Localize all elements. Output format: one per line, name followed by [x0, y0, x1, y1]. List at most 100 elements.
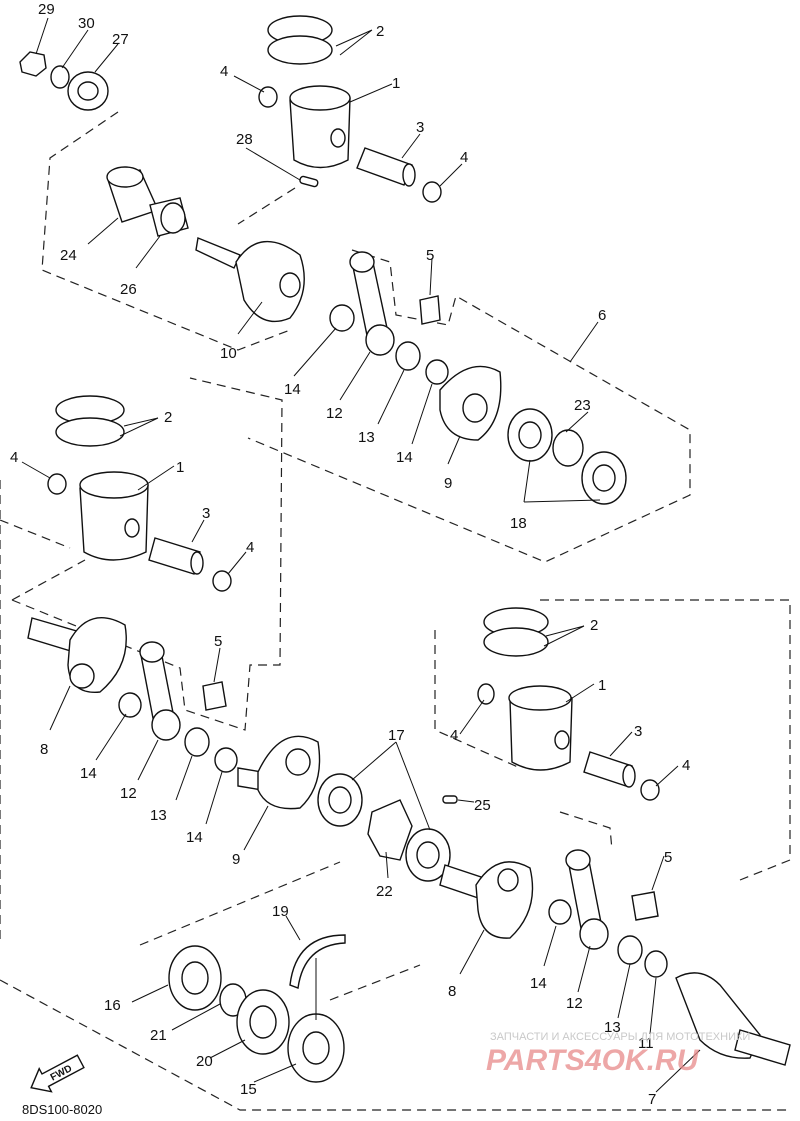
group-outlines — [0, 111, 791, 1111]
part-label: 8 — [40, 741, 48, 758]
part-label: 4 — [460, 149, 468, 166]
piston-ring-icon — [267, 35, 333, 65]
part-label: 14 — [284, 381, 301, 398]
watermark-caption: ЗАПЧАСТИ И АКСЕССУАРЫ ДЛЯ МОТОТЕХНИКИ — [490, 1031, 750, 1043]
part-label: 21 — [150, 1027, 167, 1044]
small-end-bearing-icon — [631, 891, 659, 921]
part-label: 12 — [566, 995, 583, 1012]
part-label: 13 — [150, 807, 167, 824]
part-label: 19 — [272, 903, 289, 920]
part-label: 4 — [246, 539, 254, 556]
part-label: 2 — [590, 617, 598, 634]
piston-ring-icon — [55, 417, 125, 447]
part-label: 12 — [120, 785, 137, 802]
part-label: 22 — [376, 883, 393, 900]
part-label: 30 — [78, 15, 95, 32]
part-label: 3 — [202, 505, 210, 522]
part-label: 11 — [638, 1035, 654, 1052]
part-label: 3 — [634, 723, 642, 740]
part-label: 23 — [574, 397, 591, 414]
seal-icon — [552, 429, 584, 467]
part-label: 5 — [664, 849, 672, 866]
part-label: 25 — [474, 797, 491, 814]
part-label: 14 — [530, 975, 547, 992]
part-label: 24 — [60, 247, 77, 264]
part-label: 6 — [598, 307, 606, 324]
nut-icon — [19, 51, 47, 77]
part-label: 2 — [376, 23, 384, 40]
washer-icon — [214, 747, 238, 773]
part-labels: 29 30 27 2 4 1 3 4 28 24 26 10 5 6 14 12… — [10, 1, 690, 1108]
part-label: 9 — [444, 475, 452, 492]
crankshaft-shaft-icon — [195, 237, 241, 269]
part-label: 13 — [604, 1019, 621, 1036]
piston-pin-icon — [148, 537, 201, 575]
part-label: 5 — [426, 247, 434, 264]
circlip-icon — [422, 181, 442, 203]
middle-left-assembly — [27, 395, 458, 882]
part-label: 4 — [10, 449, 18, 466]
piston-ring-icon — [483, 627, 549, 657]
part-label: 12 — [326, 405, 343, 422]
part-label: 9 — [232, 851, 240, 868]
part-label: 2 — [164, 409, 172, 426]
washer-icon — [329, 304, 355, 332]
washer-icon — [644, 950, 668, 978]
part-label: 27 — [112, 31, 129, 48]
washer-icon — [548, 899, 572, 925]
fwd-label: FWD — [49, 1063, 74, 1083]
circlip-icon — [47, 473, 67, 495]
watermark: ЗАПЧАСТИ И АКСЕССУАРЫ ДЛЯ МОТОТЕХНИКИ PA… — [486, 1031, 750, 1077]
right-assembly — [168, 607, 791, 1083]
part-label: 14 — [396, 449, 413, 466]
fwd-arrow-icon: FWD — [30, 1054, 85, 1093]
part-label: 15 — [240, 1081, 257, 1098]
circlip-icon — [640, 779, 660, 801]
washer-icon — [118, 692, 142, 718]
circlip-icon — [258, 86, 278, 108]
big-end-bearing-icon — [617, 935, 643, 965]
leader-lines — [21, 17, 701, 1093]
piston-pin-icon — [356, 147, 413, 186]
crank-web-icon — [257, 735, 321, 810]
upper-assembly — [19, 15, 627, 505]
part-label: 16 — [104, 997, 121, 1014]
crank-web-icon — [235, 241, 305, 323]
part-label: 1 — [176, 459, 184, 476]
small-end-bearing-icon — [419, 295, 441, 325]
washer-icon — [425, 359, 449, 385]
part-label: 28 — [236, 131, 253, 148]
part-label: 17 — [388, 727, 405, 744]
part-label: 3 — [416, 119, 424, 136]
part-label: 4 — [220, 63, 228, 80]
part-label: 18 — [510, 515, 527, 532]
part-label: 20 — [196, 1053, 213, 1070]
part-label: 26 — [120, 281, 137, 298]
labyrinth-seal-icon — [367, 799, 413, 861]
part-label: 1 — [598, 677, 606, 694]
part-label: 4 — [682, 757, 690, 774]
part-label: 13 — [358, 429, 375, 446]
washer-icon — [50, 65, 70, 89]
part-label: 14 — [80, 765, 97, 782]
part-label: 1 — [392, 75, 400, 92]
part-label: 10 — [220, 345, 237, 362]
part-label: 14 — [186, 829, 203, 846]
circlip-icon — [212, 570, 232, 592]
diagram-code: 8DS100-8020 — [22, 1102, 102, 1117]
part-label: 29 — [38, 1, 55, 18]
crankshaft-shaft-icon — [734, 1029, 791, 1066]
part-label: 4 — [450, 727, 458, 744]
part-label: 5 — [214, 633, 222, 650]
part-label: 7 — [648, 1091, 656, 1108]
watermark-brand: PARTS4OK.RU — [486, 1044, 700, 1077]
part-label: 8 — [448, 983, 456, 1000]
circlip-icon — [477, 683, 495, 705]
dowel-pin-icon — [299, 175, 319, 188]
big-end-bearing-icon — [184, 727, 210, 757]
small-end-bearing-icon — [202, 681, 227, 711]
circlip-ring-icon — [289, 934, 346, 989]
big-end-bearing-icon — [395, 341, 421, 371]
dowel-pin-icon — [442, 795, 458, 804]
